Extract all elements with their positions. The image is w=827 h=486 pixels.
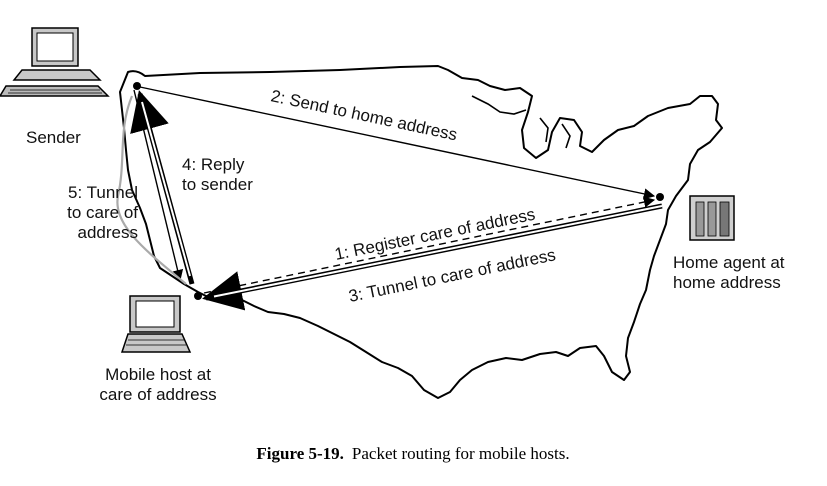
sender-label: Sender [26, 128, 81, 147]
arrow-tunnel-sender-to-mobile [133, 89, 184, 282]
sender-computer-icon [0, 27, 110, 97]
figure-caption-number: Figure 5-19. [256, 444, 344, 463]
sender-endpoint-dot [133, 82, 141, 90]
home-agent-endpoint-dot [656, 193, 664, 201]
step-5-label-line2: to care of [67, 203, 138, 222]
figure-caption: Figure 5-19. Packet routing for mobile ho… [256, 444, 569, 463]
figure-caption-text: Packet routing for mobile hosts. [352, 444, 570, 463]
mobile-laptop-icon [120, 295, 192, 353]
step-2-label: 2: Send to home address [269, 86, 459, 144]
step-4-label-line2: to sender [182, 175, 253, 194]
step-5-label-line3: address [78, 223, 138, 242]
home-agent-label-line1: Home agent at [673, 253, 785, 272]
arrow-register-care-of [203, 196, 656, 294]
us-map-outline [119, 65, 723, 399]
mobile-host-label-line2: care of address [99, 385, 216, 404]
mobile-host-label-line1: Mobile host at [105, 365, 211, 384]
mobile-endpoint-dot [194, 292, 202, 300]
step-5-label-line1: 5: Tunnel [68, 183, 138, 202]
step-4-label-line1: 4: Reply [182, 155, 245, 174]
home-agent-server-icon [689, 195, 735, 241]
arrow-send-to-home [139, 86, 656, 200]
great-lakes-outline [471, 95, 571, 149]
home-agent-label-line2: home address [673, 273, 781, 292]
